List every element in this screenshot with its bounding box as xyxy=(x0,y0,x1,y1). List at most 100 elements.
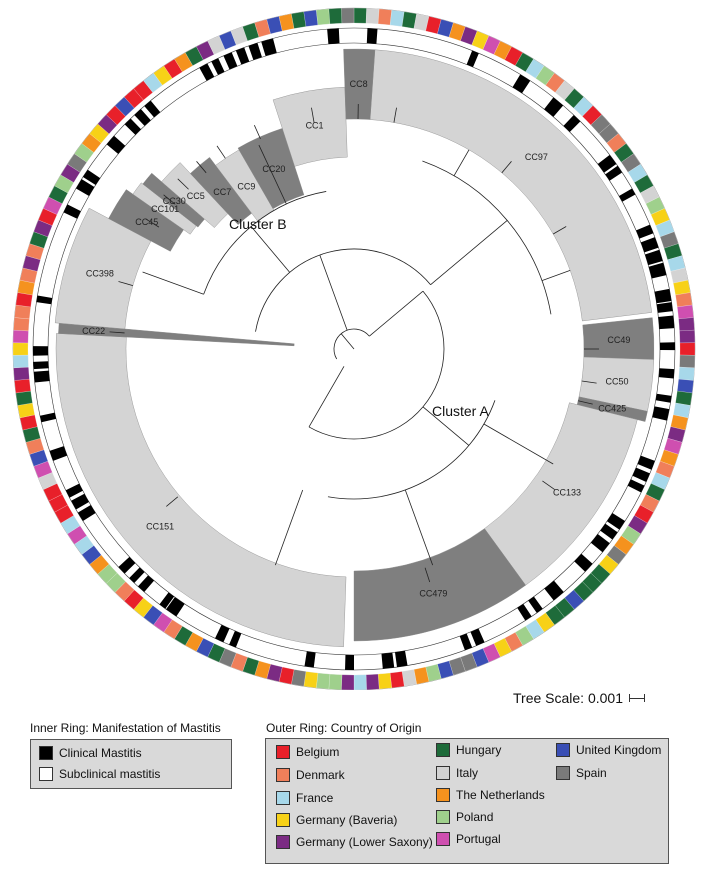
inner-ring-segment xyxy=(77,504,96,522)
outer-legend-title: Outer Ring: Country of Origin xyxy=(266,721,422,735)
inner-ring-segment xyxy=(327,28,340,45)
subclinical-swatch xyxy=(39,767,53,781)
inner-ring-segment xyxy=(517,603,532,621)
legend-label: Italy xyxy=(456,766,479,780)
outer-ring-segment xyxy=(679,354,696,369)
legend-label: Poland xyxy=(456,810,494,824)
outer-ring-segment xyxy=(677,304,694,320)
legend-item-spain: Spain xyxy=(556,766,607,780)
inner-ring-segment xyxy=(645,249,663,266)
phylogenetic-tree: CC97CC49CC50CC425CC133CC479CC151CC22CC39… xyxy=(12,7,696,690)
outer-ring-segment xyxy=(365,8,380,24)
inner-ring-segment xyxy=(600,523,618,540)
outer-ring-segment xyxy=(12,342,29,356)
cc-label: CC7 xyxy=(213,187,231,197)
tree-branch xyxy=(196,161,207,174)
legend-label: Hungary xyxy=(456,743,502,757)
inner-ring-segment xyxy=(655,393,672,403)
tree-branch xyxy=(311,107,315,123)
inner-ring-segment xyxy=(76,179,95,196)
inner-ring-segment xyxy=(590,534,610,553)
outer-legend: Belgium Denmark France Germany (Baveria)… xyxy=(265,738,669,864)
cc-label: CC101 xyxy=(151,204,179,214)
outer-ring-segment xyxy=(389,9,405,27)
legend-label: Germany (Lower Saxony) xyxy=(296,835,433,849)
tree-branch xyxy=(422,406,470,446)
outer-ring-segment xyxy=(677,378,694,394)
cc-label: CC1 xyxy=(306,120,324,130)
outer-ring-segment xyxy=(678,317,695,332)
cc-label: CC22 xyxy=(82,326,105,336)
inner-ring-segment xyxy=(40,412,57,423)
inner-ring-segment xyxy=(656,302,673,313)
cluster-a-label: Cluster A xyxy=(432,403,489,419)
inner-ring-segment xyxy=(49,446,68,461)
legend-label: Clinical Mastitis xyxy=(59,746,142,760)
outer-ring-segment xyxy=(303,671,319,689)
legend-label: Spain xyxy=(576,766,607,780)
denmark-swatch xyxy=(276,768,290,782)
outer-ring-segment xyxy=(316,672,331,690)
inner-ring-segment xyxy=(235,47,250,65)
outer-ring-segment xyxy=(377,8,392,26)
tree-branch xyxy=(422,160,552,315)
inner-ring-segment xyxy=(36,295,53,305)
cc-label: CC45 xyxy=(135,217,158,227)
tree-branch xyxy=(109,331,125,334)
outer-ring-segment xyxy=(678,366,695,381)
inner-ring-segment xyxy=(134,108,151,126)
cc-sector xyxy=(272,86,348,167)
france-swatch xyxy=(276,791,290,805)
outer-ring-segment xyxy=(12,354,29,369)
inner-ring-segment xyxy=(605,165,623,181)
inner-ring-segment xyxy=(528,596,543,613)
cluster-b-label: Cluster B xyxy=(229,216,287,232)
cc-sector xyxy=(237,128,305,209)
inner-ring-segment xyxy=(658,368,675,379)
spain-swatch xyxy=(556,766,570,780)
clonal-complex-labels: CC97CC49CC50CC425CC133CC479CC151CC22CC39… xyxy=(82,79,630,598)
tree-branch xyxy=(542,480,555,490)
legend-label: Portugal xyxy=(456,832,501,846)
inner-ring-segment xyxy=(648,262,667,279)
tree-branch xyxy=(308,366,345,428)
legend-item-germany-baveria: Germany (Baveria) xyxy=(276,813,397,827)
cc-label: CC8 xyxy=(350,79,368,89)
inner-ring-segment xyxy=(71,493,89,510)
hungary-swatch xyxy=(436,743,450,757)
inner-ring-segment xyxy=(597,154,617,173)
inner-ring-segment xyxy=(33,346,49,356)
outer-ring-segment xyxy=(679,342,696,356)
outer-ring-segment xyxy=(389,671,405,689)
tree-branch xyxy=(369,290,424,337)
legend-item-netherlands: The Netherlands xyxy=(436,788,545,802)
tree-branches xyxy=(109,104,599,583)
outer-ring-segment xyxy=(365,674,380,690)
netherlands-swatch xyxy=(436,788,450,802)
inner-ring-segment xyxy=(118,556,136,574)
cc-label: CC49 xyxy=(607,335,630,345)
cc-sector xyxy=(343,48,376,120)
legend-label: Belgium xyxy=(296,745,340,759)
cc-label: CC97 xyxy=(525,152,548,162)
inner-ring-segment xyxy=(159,592,175,609)
inner-ring-segment xyxy=(106,135,126,154)
tree-branch xyxy=(424,567,431,583)
legend-label: The Netherlands xyxy=(456,788,545,802)
cc-label: CC50 xyxy=(606,376,629,386)
inner-ring-segment xyxy=(65,483,83,498)
tree-branch xyxy=(581,380,597,384)
legend-item-germany-lower-saxony: Germany (Lower Saxony) xyxy=(276,835,433,849)
inner-ring-segment xyxy=(544,97,564,117)
cc-label: CC151 xyxy=(146,522,174,532)
tree-branch xyxy=(404,489,434,566)
belgium-swatch xyxy=(276,745,290,759)
legend-item-poland: Poland xyxy=(436,810,493,824)
inner-ring-segment xyxy=(129,567,145,583)
tree-branch xyxy=(166,496,179,507)
cc-sector xyxy=(353,528,526,642)
tree-branch xyxy=(216,145,226,159)
inner-ring-segment xyxy=(261,38,277,57)
inner-ring-segment xyxy=(627,479,645,493)
inner-ring-segment xyxy=(619,188,636,202)
